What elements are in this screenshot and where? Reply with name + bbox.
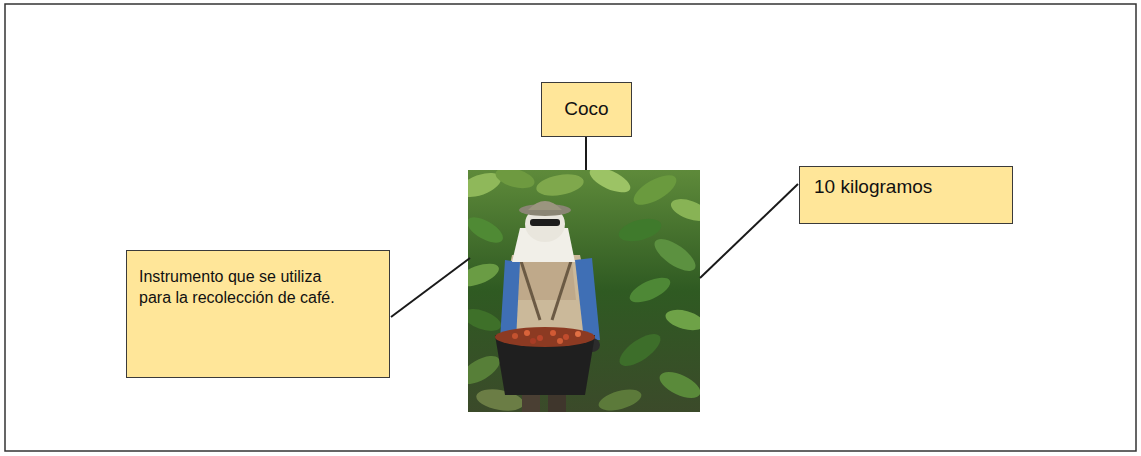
leader-line bbox=[700, 184, 798, 278]
label-text: Coco bbox=[564, 97, 608, 122]
description-label: Instrumento que se utiliza para la recol… bbox=[126, 250, 390, 378]
outer-frame bbox=[5, 4, 1136, 451]
leader-line bbox=[391, 258, 470, 317]
label-text: Instrumento que se utiliza para la recol… bbox=[139, 267, 349, 309]
part-label: Coco bbox=[541, 82, 632, 137]
label-text: 10 kilogramos bbox=[814, 175, 932, 200]
coffee-picker-photo bbox=[468, 170, 700, 412]
leader-line bbox=[585, 137, 587, 170]
weight-label: 10 kilogramos bbox=[799, 166, 1013, 224]
